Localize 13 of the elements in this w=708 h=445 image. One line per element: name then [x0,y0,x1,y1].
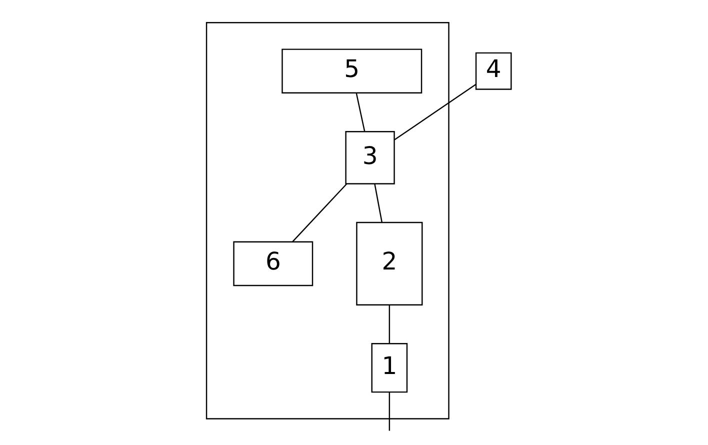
connector [388,305,390,344]
node-box: 6 [233,241,314,286]
node-box: 4 [475,52,512,90]
connector [388,392,390,431]
node-box: 5 [282,48,422,94]
connector [374,184,382,222]
connector [394,84,476,140]
connector [292,184,348,242]
node-box: 1 [371,343,408,393]
connector [356,93,366,132]
node-box: 3 [345,131,395,184]
cluster [206,22,450,420]
node-box: 2 [356,222,423,306]
